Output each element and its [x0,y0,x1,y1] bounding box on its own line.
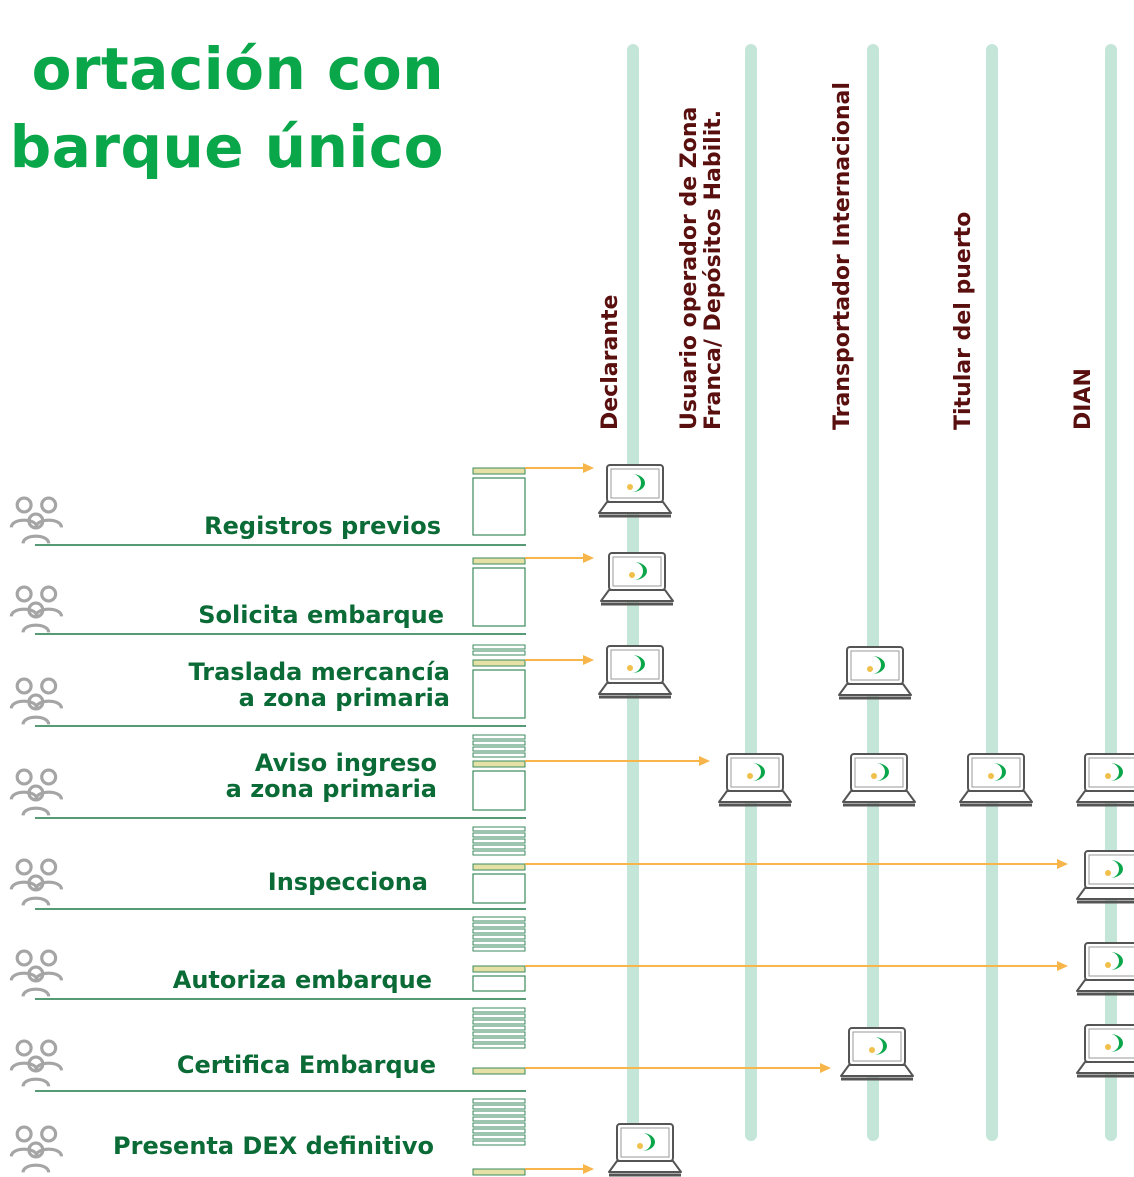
doc-bar [472,734,526,740]
doc-bar [472,1013,526,1019]
arrowhead-4 [699,756,710,766]
doc-bar [472,1025,526,1031]
step-label-inspecciona: Inspecciona [267,868,428,896]
step-label-certifica-embarque: Certifica Embarque [176,1051,436,1079]
title-line-2: barque único [9,113,444,181]
doc-bar-highlight [472,659,526,667]
document-box [472,669,526,719]
arrowhead-5 [1057,859,1068,869]
doc-bar-highlight [472,863,526,871]
actor-titular-del-puerto: Titular del puerto [951,211,976,430]
doc-bar [472,1019,526,1025]
actor-dian: DIAN [1071,368,1096,430]
doc-bar [472,916,526,922]
laptop-icon [1076,942,1134,996]
document-box [472,975,526,992]
document-box [472,770,526,811]
doc-bar [472,752,526,758]
actor-transportador-internacional: Transportador Internacional [830,82,855,430]
doc-bar [472,650,526,656]
step-label-aviso-ingreso: Aviso ingreso a zona primaria [225,749,437,803]
doc-bar [472,826,526,832]
doc-bar [472,1110,526,1116]
document-box [472,567,526,627]
step-label-solicita-embarque: Solicita embarque [198,601,444,629]
doc-bar [472,928,526,934]
laptop-icon [838,646,912,700]
arrowhead-7 [820,1063,831,1073]
laptop-icon [840,1027,914,1081]
doc-bar [472,1122,526,1128]
users-icon [9,677,64,727]
users-icon [9,496,64,546]
laptop-icon [842,753,916,807]
doc-bar-highlight [472,467,526,475]
doc-bar [472,1007,526,1013]
doc-bar [472,746,526,752]
actor-declarante: Declarante [598,294,623,430]
arrowhead-3 [583,655,594,665]
doc-bar [472,1098,526,1104]
users-icon [9,858,64,908]
laptop-icon [600,552,674,606]
laptop-icon [598,464,672,518]
doc-bar [472,1031,526,1037]
doc-bar-highlight [472,760,526,768]
step-label-autoriza-embarque: Autoriza embarque [172,966,432,994]
document-box [472,873,526,904]
step-label-traslada-mercancia: Traslada mercancía a zona primaria [188,658,450,712]
doc-bar-highlight [472,557,526,565]
doc-bar [472,946,526,952]
doc-bar [472,1140,526,1146]
arrowhead-2 [583,553,594,563]
doc-bar [472,1128,526,1134]
arrowhead-8 [583,1164,594,1174]
users-icon [9,1125,64,1175]
laptop-icon [718,753,792,807]
doc-bar [472,940,526,946]
doc-bar [472,832,526,838]
doc-bar [472,838,526,844]
arrowhead-1 [583,463,594,473]
laptop-icon [1076,753,1134,807]
laptop-icon [959,753,1033,807]
doc-bar [472,844,526,850]
doc-bar [472,1037,526,1043]
step-label-registros-previos: Registros previos [204,512,441,540]
laptop-icon [598,645,672,699]
users-icon [9,585,64,635]
doc-bar [472,1134,526,1140]
doc-bar [472,1043,526,1049]
doc-bar [472,644,526,650]
users-icon [9,949,64,999]
doc-bar-highlight [472,965,526,973]
doc-bar-highlight [472,1067,526,1075]
doc-bar [472,1116,526,1122]
doc-bar [472,740,526,746]
step-label-presenta-dex: Presenta DEX definitivo [113,1132,434,1160]
users-icon [9,1039,64,1089]
doc-bar [472,922,526,928]
users-icon [9,768,64,818]
doc-bar [472,850,526,856]
doc-bar-highlight [472,1168,526,1176]
arrowhead-6 [1057,961,1068,971]
doc-bar [472,934,526,940]
title-line-1: ortación con [31,35,444,103]
laptop-icon [608,1123,682,1177]
document-box [472,477,526,536]
laptop-icon [1076,850,1134,904]
actor-usuario-operador-zona-franca: Usuario operador de Zona Franca/ Depósit… [677,106,727,430]
doc-bar [472,1104,526,1110]
laptop-icon [1076,1024,1134,1078]
